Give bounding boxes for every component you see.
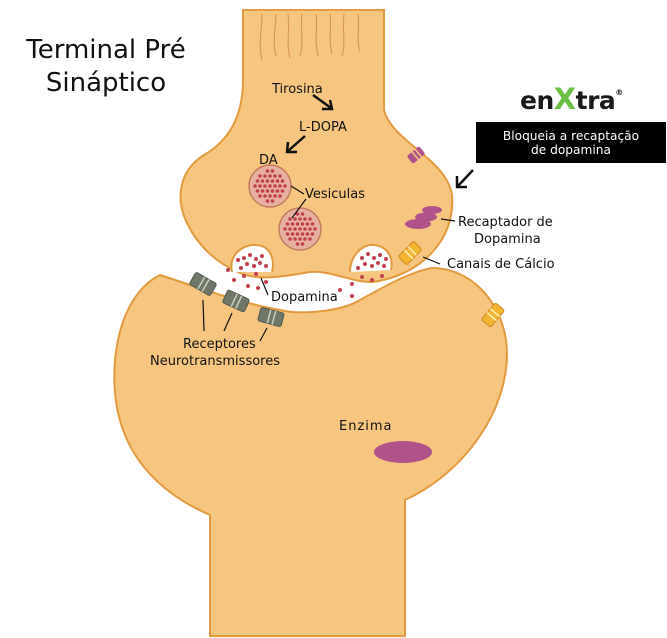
postsynaptic-neuron: [114, 268, 507, 636]
enxtra-logo: enXtra®: [520, 82, 623, 116]
label-tirosina: Tirosina: [271, 82, 323, 97]
label-vesiculas: Vesiculas: [305, 187, 365, 202]
callout-box: Bloqueia a recaptação de dopamina: [476, 122, 666, 163]
vesicle-lower: [279, 208, 321, 250]
diagram-title: Terminal Pré Sináptico: [6, 34, 206, 100]
label-dopamina: Dopamina: [271, 290, 338, 305]
logo-post: tra: [576, 86, 616, 115]
callout-line-2: de dopamina: [503, 143, 639, 157]
logo-x-icon: X: [554, 82, 576, 116]
label-receptores-2: Neurotransmissores: [150, 354, 280, 369]
label-canais-calcio: Canais de Cálcio: [447, 257, 555, 272]
logo-pre: en: [520, 86, 554, 115]
label-da: DA: [259, 153, 278, 168]
label-recaptador-1: Recaptador de: [458, 215, 553, 230]
vesicle-upper: [249, 165, 291, 207]
title-line-1: Terminal Pré: [6, 34, 206, 67]
label-ldopa: L-DOPA: [299, 120, 347, 135]
label-recaptador-2: Dopamina: [474, 232, 541, 247]
label-enzima: Enzima: [339, 419, 393, 434]
label-receptores-1: Receptores: [183, 337, 256, 352]
logo-registered: ®: [615, 88, 623, 97]
title-line-2: Sináptico: [6, 67, 206, 100]
enzyme-shape: [374, 441, 432, 463]
arrow-callout: [457, 170, 473, 187]
callout-line-1: Bloqueia a recaptação: [503, 129, 639, 143]
